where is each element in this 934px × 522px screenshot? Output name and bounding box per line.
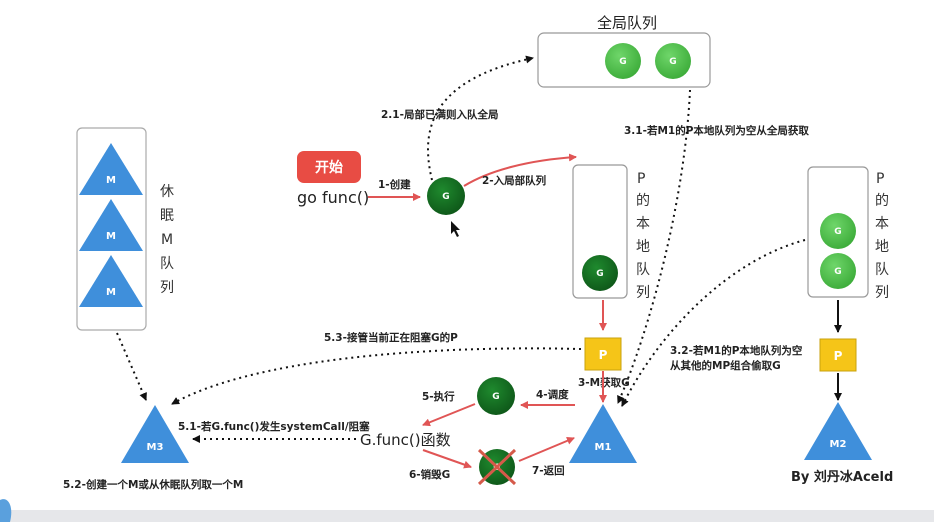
m2-label: M2 <box>830 439 847 450</box>
g-label: G <box>834 267 841 277</box>
local-queue-char: 的 <box>636 193 650 209</box>
mouse-cursor-icon <box>451 221 460 237</box>
step-2-1-label: 2.1-局部已满则入队全局 <box>381 108 498 121</box>
start-button-label: 开始 <box>315 159 343 176</box>
p-label: P <box>834 349 843 363</box>
g-label: G <box>669 57 676 67</box>
arrow-global-to-m1 <box>617 89 691 404</box>
local-queue-char: 列 <box>636 285 650 301</box>
m1-label: M1 <box>595 442 612 453</box>
m-label: M <box>106 175 116 186</box>
destroyed-g: G <box>477 448 517 486</box>
corner-decoration <box>0 499 12 522</box>
global-queue-title: 全局队列 <box>597 14 657 32</box>
new-g: G <box>427 177 465 215</box>
sleep-m-3: M <box>79 255 143 307</box>
step-5-3-label: 5.3-接管当前正在阻塞G的P <box>324 331 458 344</box>
global-g-1: G <box>605 43 641 79</box>
running-g: G <box>477 377 515 415</box>
m3-label: M3 <box>147 442 164 453</box>
sleep-queue-char: 列 <box>160 280 174 296</box>
arrow-to-local <box>463 153 577 187</box>
local-g-p1: G <box>582 255 618 291</box>
step-3-1-label: 3.1-若M1的P本地队列为空从全局获取 <box>624 124 809 137</box>
global-g-2: G <box>655 43 691 79</box>
local-g-p2-1: G <box>820 213 856 249</box>
step-2-label: 2-入局部队列 <box>482 174 546 187</box>
machine-m3: M3 <box>121 405 189 463</box>
arrow-sleep-to-m3 <box>116 332 147 401</box>
local-queue-char: 列 <box>875 285 889 301</box>
step-3-2-label-a: 3.2-若M1的P本地队列为空 <box>670 344 802 357</box>
sleep-queue-char: 休 <box>160 184 174 200</box>
step-5-label: 5-执行 <box>422 390 455 403</box>
local-queue-char: 队 <box>875 262 889 278</box>
local-queue-char: P <box>637 171 645 187</box>
g-func-label: G.func()函数 <box>360 431 451 449</box>
local-queue-char: 的 <box>875 193 889 209</box>
g-label: G <box>442 192 449 202</box>
step-7-label: 7-返回 <box>532 464 565 477</box>
processor-p2: P <box>819 338 857 372</box>
local-queue-char: 本 <box>875 216 889 232</box>
local-queue-char: 地 <box>875 239 889 255</box>
sleep-queue-char: 眠 <box>160 208 174 224</box>
local-queue-char: 本 <box>636 216 650 232</box>
arrow-steal-to-m1 <box>621 239 806 407</box>
author-credit: By 刘丹冰Aceld <box>791 469 893 485</box>
g-label: G <box>834 227 841 237</box>
go-func-label: go func() <box>297 188 369 207</box>
step-5-2-label: 5.2-创建一个M或从休眠队列取一个M <box>63 478 243 491</box>
arrow-to-global <box>427 55 534 181</box>
machine-m1: M1 <box>569 404 637 463</box>
arrow-return <box>518 437 575 462</box>
m-label: M <box>106 287 116 298</box>
arrow-p-to-m3 <box>171 347 582 405</box>
machine-m2: M2 <box>804 402 872 460</box>
arrow-execute <box>422 403 476 427</box>
arrow-destroy <box>422 449 472 469</box>
local-queue-char: P <box>876 171 884 187</box>
step-6-label: 6-销毁G <box>409 468 450 481</box>
local-queue-char: 队 <box>636 262 650 278</box>
local-queue-char: 地 <box>636 239 650 255</box>
step-5-1-label: 5.1-若G.func()发生systemCall/阻塞 <box>178 420 370 433</box>
sleep-m-2: M <box>79 199 143 251</box>
sleep-m-1: M <box>79 143 143 195</box>
step-1-label: 1-创建 <box>378 178 411 191</box>
start-button <box>297 151 361 183</box>
sleep-queue-char: 队 <box>160 256 174 272</box>
step-4-label: 4-调度 <box>536 388 569 401</box>
step-3-2-label-b: 从其他的MP组合偷取G <box>670 359 781 372</box>
m-label: M <box>106 231 116 242</box>
local-g-p2-2: G <box>820 253 856 289</box>
sleep-queue-char: M <box>161 232 173 248</box>
g-label: G <box>619 57 626 67</box>
p-label: P <box>599 348 608 362</box>
g-label: G <box>492 392 499 402</box>
processor-p1: P <box>584 337 622 371</box>
g-label: G <box>596 269 603 279</box>
